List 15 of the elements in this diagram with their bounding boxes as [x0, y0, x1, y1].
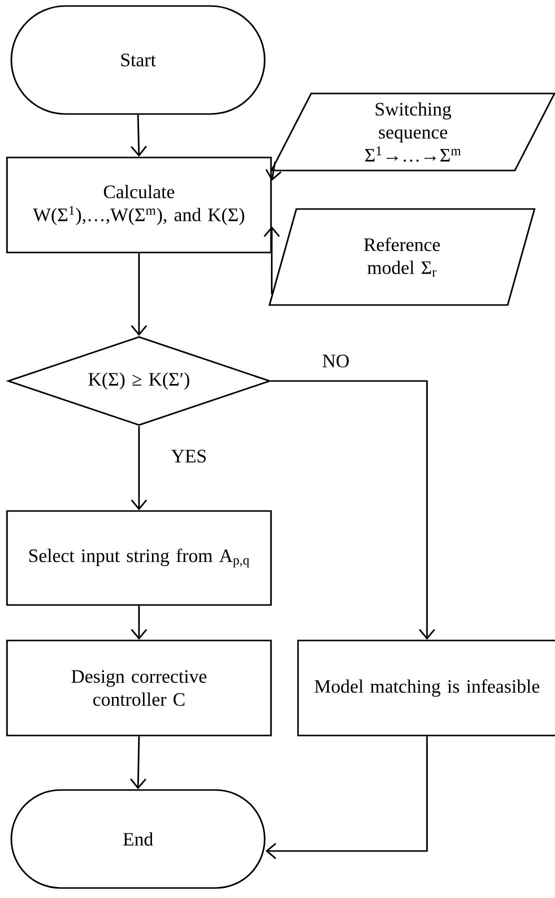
edge-label: NO — [321, 354, 351, 368]
arrow — [264, 226, 280, 294]
arrow — [265, 736, 428, 860]
edge-label: YES — [170, 448, 208, 464]
process-box: Select input string from A$_{p,q}$ — [6, 510, 272, 606]
arrow — [130, 114, 147, 157]
arrow — [270, 380, 436, 640]
arrow — [130, 426, 148, 510]
process-box: Design corrective controller C — [6, 640, 272, 736]
arrow — [130, 736, 146, 790]
arrow — [130, 606, 148, 640]
arrow — [265, 162, 282, 181]
process-box: Calculate W(Σ$^{1}$),…,W(Σ$^{m}$), and K(Σ) — [6, 156, 272, 254]
arrow — [130, 253, 148, 336]
process-box: Model matching is infeasible — [297, 640, 555, 736]
